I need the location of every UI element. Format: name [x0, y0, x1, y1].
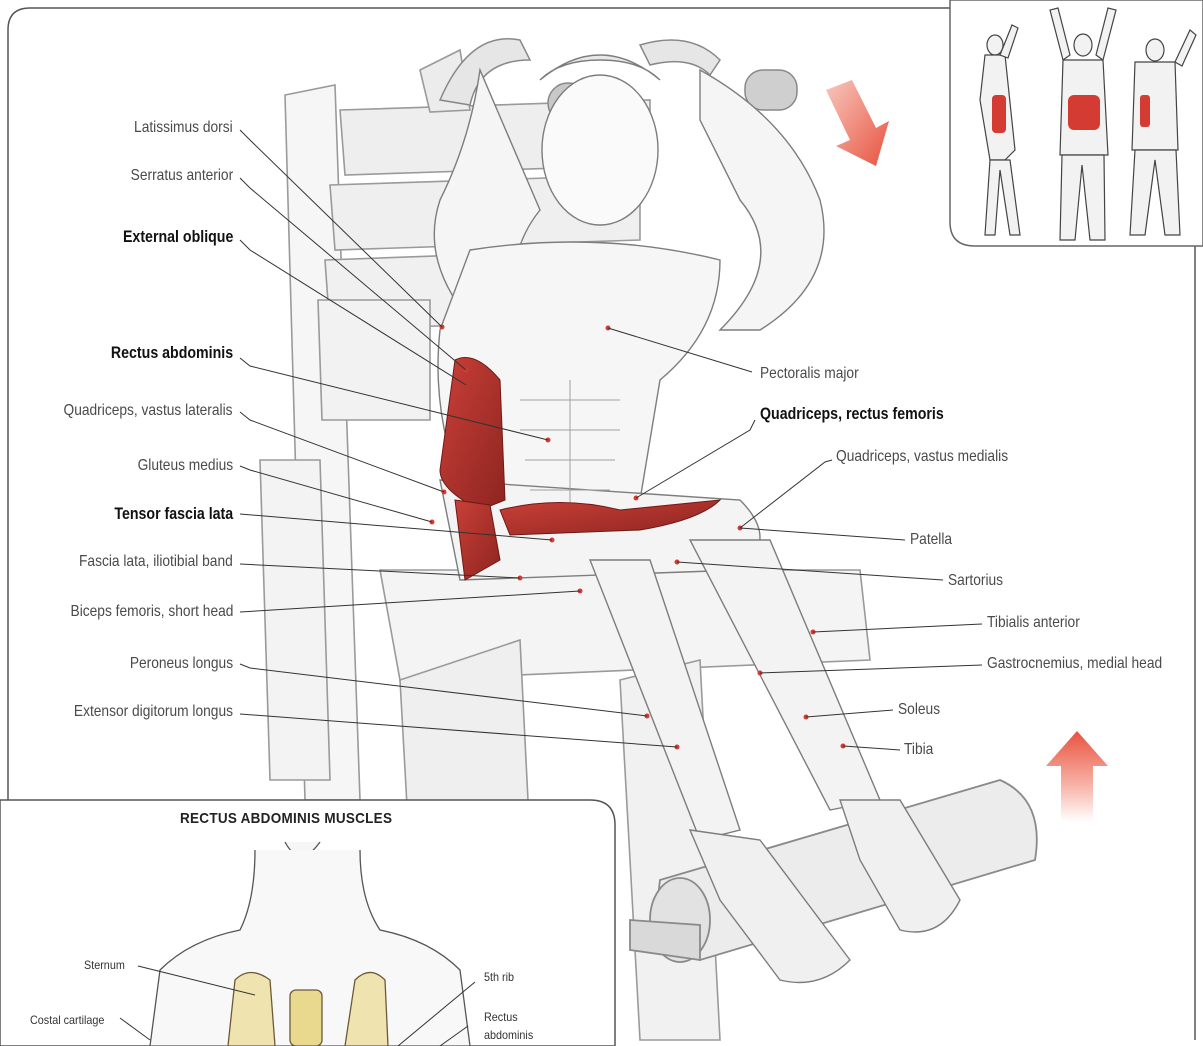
label-vastus-lateralis: Quadriceps, vastus lateralis — [64, 402, 233, 420]
label-rectus-abdominis: Rectus abdominis — [111, 344, 233, 363]
label-rectus-femoris: Quadriceps, rectus femoris — [760, 405, 944, 424]
muscle-reference-inset — [950, 0, 1203, 246]
label-vastus-medialis: Quadriceps, vastus medialis — [836, 448, 1008, 466]
rectus-abdominis-inset — [0, 800, 615, 1046]
upward-arrow — [1046, 731, 1108, 822]
label-rectus-abdominis-line1: Rectus — [484, 1010, 518, 1024]
label-pectoralis-major: Pectoralis major — [760, 365, 859, 383]
label-latissimus-dorsi: Latissimus dorsi — [134, 119, 233, 137]
label-rectus-abdominis-line2: abdominis — [484, 1028, 533, 1042]
label-tibia: Tibia — [904, 741, 933, 759]
inset-title: RECTUS ABDOMINIS MUSCLES — [180, 810, 392, 827]
label-serratus-anterior: Serratus anterior — [131, 167, 233, 185]
label-soleus: Soleus — [898, 701, 940, 719]
label-extensor-digitorum: Extensor digitorum longus — [74, 703, 233, 721]
label-sternum: Sternum — [84, 958, 125, 972]
label-tensor-fascia-lata: Tensor fascia lata — [114, 505, 233, 524]
label-patella: Patella — [910, 531, 952, 549]
label-tibialis-anterior: Tibialis anterior — [987, 614, 1080, 632]
label-sartorius: Sartorius — [948, 572, 1003, 590]
label-fifth-rib: 5th rib — [484, 970, 514, 984]
label-gluteus-medius: Gluteus medius — [137, 457, 233, 475]
label-fascia-lata-iliotibial: Fascia lata, iliotibial band — [79, 553, 233, 571]
label-external-oblique: External oblique — [123, 228, 233, 247]
label-gastrocnemius: Gastrocnemius, medial head — [987, 655, 1162, 673]
downward-arrow — [826, 80, 889, 166]
label-peroneus-longus: Peroneus longus — [130, 655, 233, 673]
label-costal-cartilage: Costal cartilage — [30, 1013, 104, 1027]
label-biceps-femoris: Biceps femoris, short head — [70, 603, 233, 621]
